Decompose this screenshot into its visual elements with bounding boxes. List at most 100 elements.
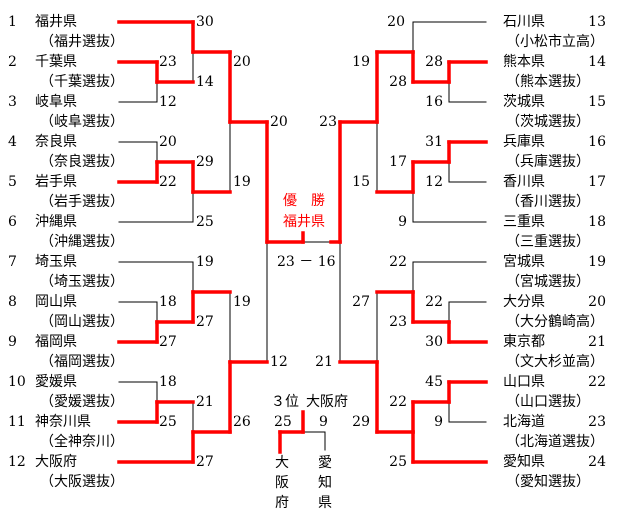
score: 12 [425,174,443,190]
third-place-team-char: 愛 [318,455,332,471]
score: 20 [270,114,288,130]
team-prefecture: 沖縄県 [35,214,77,230]
score: 19 [233,294,251,310]
seed-number: 13 [588,14,606,30]
score: 22 [425,294,443,310]
team-name: （文大杉並高） [506,354,604,370]
team-name: （全神奈川） [40,434,124,450]
champion-label: 優 勝 [283,193,325,209]
team-prefecture: 福井県 [35,14,77,30]
score: 21 [315,354,333,370]
seed-number: 9 [8,334,17,350]
team-name: （香川選抜） [506,194,590,210]
third-place-label: ３位 [271,394,299,410]
seed-number: 4 [8,134,17,150]
third-place-team-char: 府 [275,495,289,511]
score: 15 [352,174,370,190]
team-name: （小松市立高） [506,34,604,50]
score: 19 [352,54,370,70]
score: 22 [159,174,177,190]
seed-number: 24 [588,454,606,470]
team-name: （福井選抜） [40,34,124,50]
final-score: 23 － 16 [277,254,336,270]
team-prefecture: 愛媛県 [35,374,77,390]
score: 26 [233,414,251,430]
score: 22 [389,394,407,410]
team-name: （北海道選抜） [506,434,604,450]
team-name: （熊本選抜） [506,74,590,90]
seed-number: 7 [8,254,17,270]
score: 14 [196,74,214,90]
team-prefecture: 奈良県 [35,134,77,150]
seed-number: 15 [588,94,606,110]
third-place-team-char: 阪 [275,475,289,491]
team-prefecture: 岡山県 [35,294,77,310]
seed-number: 10 [8,374,26,390]
team-prefecture: 石川県 [503,14,545,30]
seed-number: 11 [8,414,26,430]
score: 16 [425,94,443,110]
team-prefecture: 福岡県 [35,334,77,350]
score: 18 [159,294,177,310]
team-prefecture: 茨城県 [503,94,545,110]
seed-number: 18 [588,214,606,230]
team-name: （三重選抜） [506,234,590,250]
seed-number: 6 [8,214,17,230]
team-name: （愛媛選抜） [40,394,124,410]
third-place-score: 9 [319,414,328,430]
third-place-team-char: 大 [275,455,289,471]
score: 27 [196,454,214,470]
seed-number: 12 [8,454,26,470]
score: 12 [159,94,177,110]
score: 27 [159,334,177,350]
seed-number: 2 [8,54,17,70]
third-place-winner: 大阪府 [306,394,348,410]
score: 23 [319,114,337,130]
score: 30 [425,334,443,350]
team-prefecture: 熊本県 [503,54,545,70]
third-place-team-char: 知 [318,475,332,491]
seed-number: 1 [8,14,17,30]
score: 19 [196,254,214,270]
team-prefecture: 東京都 [503,334,545,350]
team-prefecture: 北海道 [503,414,545,430]
champion-team: 福井県 [283,214,325,230]
score: 20 [387,14,405,30]
score: 23 [159,54,177,70]
score: 27 [196,314,214,330]
team-name: （茨城選抜） [506,114,590,130]
team-name: （岡山選抜） [40,314,124,330]
score: 22 [389,254,407,270]
score: 28 [425,54,443,70]
team-prefecture: 大阪府 [35,454,77,470]
team-prefecture: 千葉県 [35,54,77,70]
seed-number: 8 [8,294,17,310]
team-name: （福岡選抜） [40,354,124,370]
team-prefecture: 三重県 [503,214,545,230]
seed-number: 20 [588,294,606,310]
team-prefecture: 宮城県 [503,254,545,270]
score: 28 [389,74,407,90]
team-name: （岩手選抜） [40,194,124,210]
team-prefecture: 大分県 [503,294,545,310]
team-name: （埼玉選抜） [40,274,124,290]
seed-number: 14 [588,54,606,70]
score: 25 [159,414,177,430]
score: 18 [159,374,177,390]
seed-number: 19 [588,254,606,270]
team-name: （奈良選抜） [40,154,124,170]
seed-number: 17 [588,174,606,190]
score: 19 [233,174,251,190]
team-name: （愛知選抜） [506,474,590,490]
score: 27 [352,294,370,310]
score: 9 [398,214,407,230]
team-name: （千葉選抜） [40,74,124,90]
seed-number: 5 [8,174,17,190]
team-name: （岐阜選抜） [40,114,124,130]
seed-number: 23 [588,414,606,430]
score: 21 [196,394,214,410]
third-place-score: 25 [274,414,292,430]
score: 20 [159,134,177,150]
